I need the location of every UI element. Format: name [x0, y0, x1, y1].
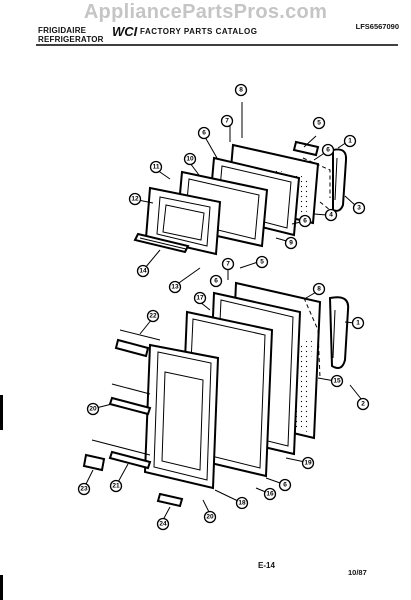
top-hinge-bracket [292, 140, 320, 157]
callout-8-lower: 8 [312, 282, 326, 296]
svg-text:20: 20 [89, 406, 97, 413]
watermark-text: AppliancePartsPros.com [83, 1, 328, 23]
svg-text:13: 13 [171, 284, 179, 291]
svg-text:17: 17 [196, 295, 204, 302]
callout-4: 4 [324, 208, 338, 222]
svg-text:10: 10 [186, 156, 194, 163]
svg-text:7: 7 [225, 118, 229, 125]
svg-text:3: 3 [357, 205, 361, 212]
model-number: LFS6567090 [355, 22, 399, 31]
svg-text:19: 19 [304, 460, 312, 467]
callout-6-c: 6 [209, 274, 223, 288]
callout-19: 19 [301, 456, 315, 470]
svg-text:18: 18 [238, 500, 246, 507]
svg-text:15: 15 [333, 378, 341, 385]
callout-18: 18 [235, 496, 249, 510]
callout-1: 1 [343, 134, 357, 148]
door-shelf-lower [108, 450, 152, 470]
svg-text:6: 6 [303, 218, 307, 225]
callout-24: 24 [156, 517, 170, 531]
svg-text:12: 12 [131, 196, 139, 203]
svg-text:5: 5 [317, 120, 321, 127]
svg-text:20: 20 [206, 514, 214, 521]
fresh-food-inner-liner [143, 343, 220, 490]
catalog-date: 10/87 [348, 568, 367, 577]
svg-text:6: 6 [214, 278, 218, 285]
svg-text:9: 9 [289, 240, 293, 247]
svg-text:22: 22 [149, 313, 157, 320]
callout-10: 10 [183, 152, 197, 166]
callout-15: 15 [330, 374, 344, 388]
svg-text:16: 16 [266, 491, 274, 498]
callout-2: 2 [356, 397, 370, 411]
callout-7-lower: 7 [221, 257, 235, 271]
svg-text:5: 5 [260, 259, 264, 266]
butter-compartment [82, 453, 106, 472]
scan-edge-mark-bottom [0, 575, 3, 600]
svg-text:8: 8 [239, 87, 243, 94]
callout-5-lower: 5 [255, 255, 269, 269]
callout-23: 23 [77, 482, 91, 496]
callout-21: 21 [109, 479, 123, 493]
callout-13: 13 [168, 280, 182, 294]
freezer-handle [332, 148, 348, 212]
door-shelf-middle [108, 396, 152, 416]
callout-1-lower: 1 [351, 316, 365, 330]
callout-11: 11 [149, 160, 163, 174]
svg-text:7: 7 [226, 261, 230, 268]
callout-12: 12 [128, 192, 142, 206]
svg-text:6: 6 [326, 147, 330, 154]
callout-6-b: 6 [197, 126, 211, 140]
svg-text:14: 14 [139, 268, 147, 275]
svg-text:4: 4 [329, 212, 333, 219]
svg-text:1: 1 [356, 320, 360, 327]
callout-6-a: 6 [298, 214, 312, 228]
callout-22: 22 [146, 309, 160, 323]
callout-7: 7 [220, 114, 234, 128]
brand-line-2: REFRIGERATOR [38, 35, 104, 44]
brand-line-1: FRIGIDAIRE [38, 26, 87, 35]
svg-text:2: 2 [361, 401, 365, 408]
callout-3: 3 [352, 201, 366, 215]
svg-text:1: 1 [348, 138, 352, 145]
callout-6-top: 6 [321, 143, 335, 157]
svg-text:11: 11 [153, 164, 160, 171]
svg-text:23: 23 [80, 486, 88, 493]
callout-6-d: 6 [278, 478, 292, 492]
callout-9: 9 [284, 236, 298, 250]
brand-header: FRIGIDAIRE REFRIGERATOR [38, 26, 104, 44]
page-number: E-14 [258, 561, 275, 570]
callout-20: 20 [86, 402, 100, 416]
callout-17: 17 [193, 291, 207, 305]
door-shelf-upper [114, 338, 150, 358]
svg-text:21: 21 [112, 483, 120, 490]
egg-tray [156, 492, 184, 508]
svg-text:6: 6 [283, 482, 287, 489]
svg-text:8: 8 [317, 286, 321, 293]
callout-8: 8 [234, 83, 248, 97]
scan-edge-mark [0, 395, 3, 430]
callout-16: 16 [263, 487, 277, 501]
callout-14: 14 [136, 264, 150, 278]
callout-5: 5 [312, 116, 326, 130]
svg-text:6: 6 [202, 130, 206, 137]
callout-20-lower: 20 [203, 510, 217, 524]
wci-logo: WCI [112, 24, 138, 39]
svg-text:24: 24 [159, 521, 167, 528]
catalog-title: FACTORY PARTS CATALOG [140, 27, 258, 36]
